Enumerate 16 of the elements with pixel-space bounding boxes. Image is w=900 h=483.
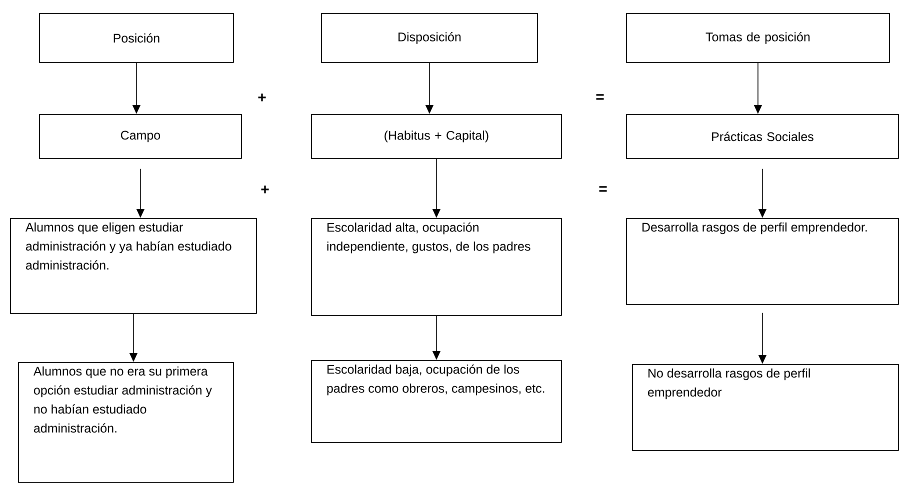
box: (Habitus + Capital) xyxy=(311,114,562,159)
operator-sign: + xyxy=(258,94,266,102)
text-box: Desarrolla rasgos de perfil emprendedor. xyxy=(626,218,899,305)
text-box: Escolaridad alta, ocupación independiente, gustos, de los padres xyxy=(311,218,562,316)
box: Prácticas Sociales xyxy=(626,114,899,159)
text-box: Alumnos que eligen estudiar administración y ya habían estudiado administración. xyxy=(10,218,257,314)
operator-sign: = xyxy=(596,94,604,100)
box: Tomas de posición xyxy=(626,13,890,63)
box: Campo xyxy=(39,114,242,159)
box: Posición xyxy=(39,13,234,63)
box: Disposición xyxy=(321,13,538,63)
text-box: No desarrolla rasgos de perfil emprendedor xyxy=(632,364,899,451)
text-box: Escolaridad baja, ocupación de los padres como obreros, campesinos, etc. xyxy=(311,360,562,443)
text-box: Alumnos que no era su primera opción estudiar administración y no habían estudiado administración. xyxy=(18,362,234,483)
operator-sign: = xyxy=(599,186,607,192)
operator-sign: + xyxy=(261,186,269,194)
